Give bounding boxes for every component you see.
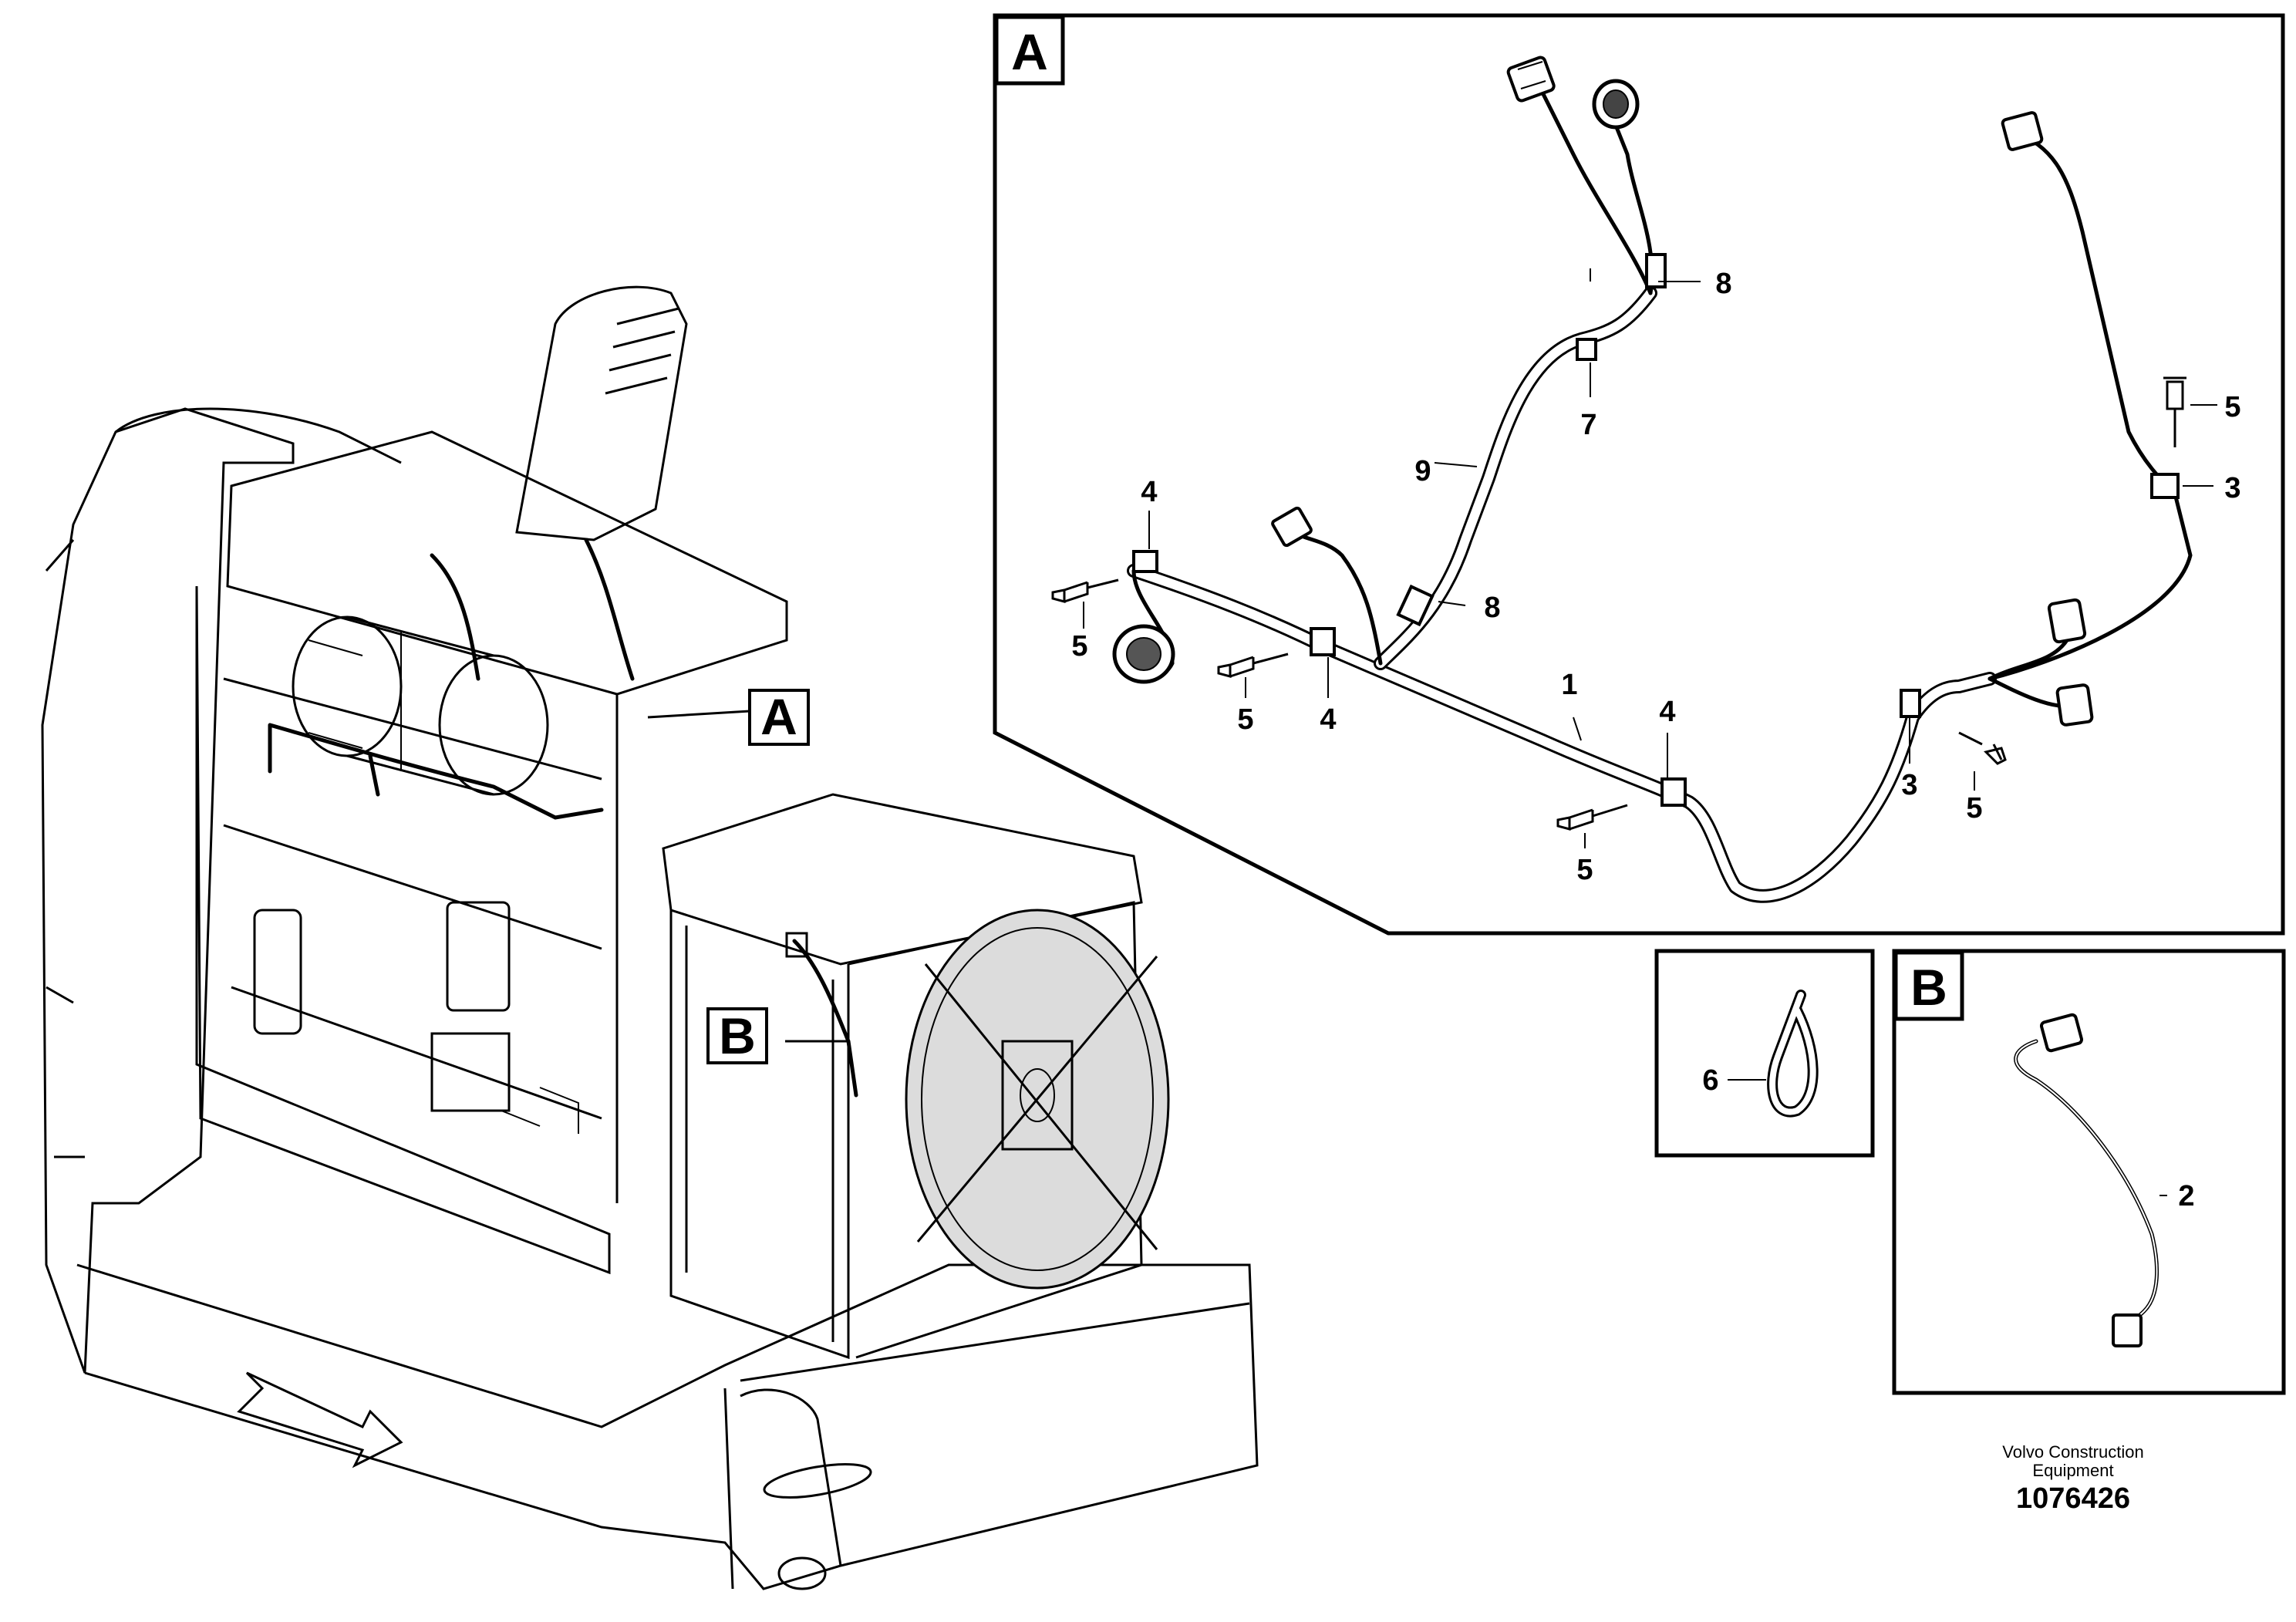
machine-illustration [41,285,1259,1590]
connector-icon [1271,506,1313,548]
detail-b-panel: B 2 [1892,949,2286,1395]
label-5b: 5 [1237,703,1253,736]
callout-b-main: B [706,1007,768,1064]
bolt-icon [1217,653,1289,678]
connector-icon [2001,111,2044,151]
connector-icon [2112,1313,2143,1347]
connector-icon [2055,683,2094,727]
bolt-icon [1051,578,1119,603]
label-3a: 3 [2224,472,2240,504]
label-5a: 5 [1071,630,1087,663]
label-5c: 5 [1576,854,1593,886]
connector-icon [1506,56,1556,103]
label-3b: 3 [1901,769,1917,801]
connector-icon [1112,624,1175,684]
label-5d: 5 [1966,792,1982,824]
label-8a: 8 [1715,268,1731,300]
label-9: 9 [1414,455,1431,487]
callout-b-main-text: B [719,1007,756,1064]
label-2: 2 [2178,1180,2194,1212]
label-6: 6 [1702,1064,1718,1097]
detail-6-panel: 6 [1654,949,1875,1158]
label-4c: 4 [1659,696,1675,728]
connector-icon [1592,79,1640,130]
callout-a-main: A [748,688,810,746]
bolt-icon [2163,376,2186,447]
connector-icon [2047,598,2087,644]
cable-tie-icon [1767,990,1819,1118]
label-4a: 4 [1141,476,1157,508]
bolt-icon [1556,804,1628,831]
callout-a-main-text: A [760,688,797,745]
label-4b: 4 [1320,703,1336,736]
connector-icon [2039,1013,2084,1053]
label-7: 7 [1580,409,1596,441]
company-name-line2: Equipment [2032,1461,2113,1480]
drawing-number: 1076426 [2016,1482,2130,1515]
label-5e: 5 [2224,391,2240,423]
label-1: 1 [1561,669,1577,701]
detail-a-title: A [1011,23,1048,80]
detail-b-title: B [1910,959,1947,1016]
bolt-icon [1958,731,2007,765]
label-8b: 8 [1484,592,1500,624]
footer: Volvo Construction Equipment 1076426 [2002,1442,2143,1515]
company-name-line1: Volvo Construction [2002,1442,2143,1462]
detail-a-panel: A [993,13,2285,936]
